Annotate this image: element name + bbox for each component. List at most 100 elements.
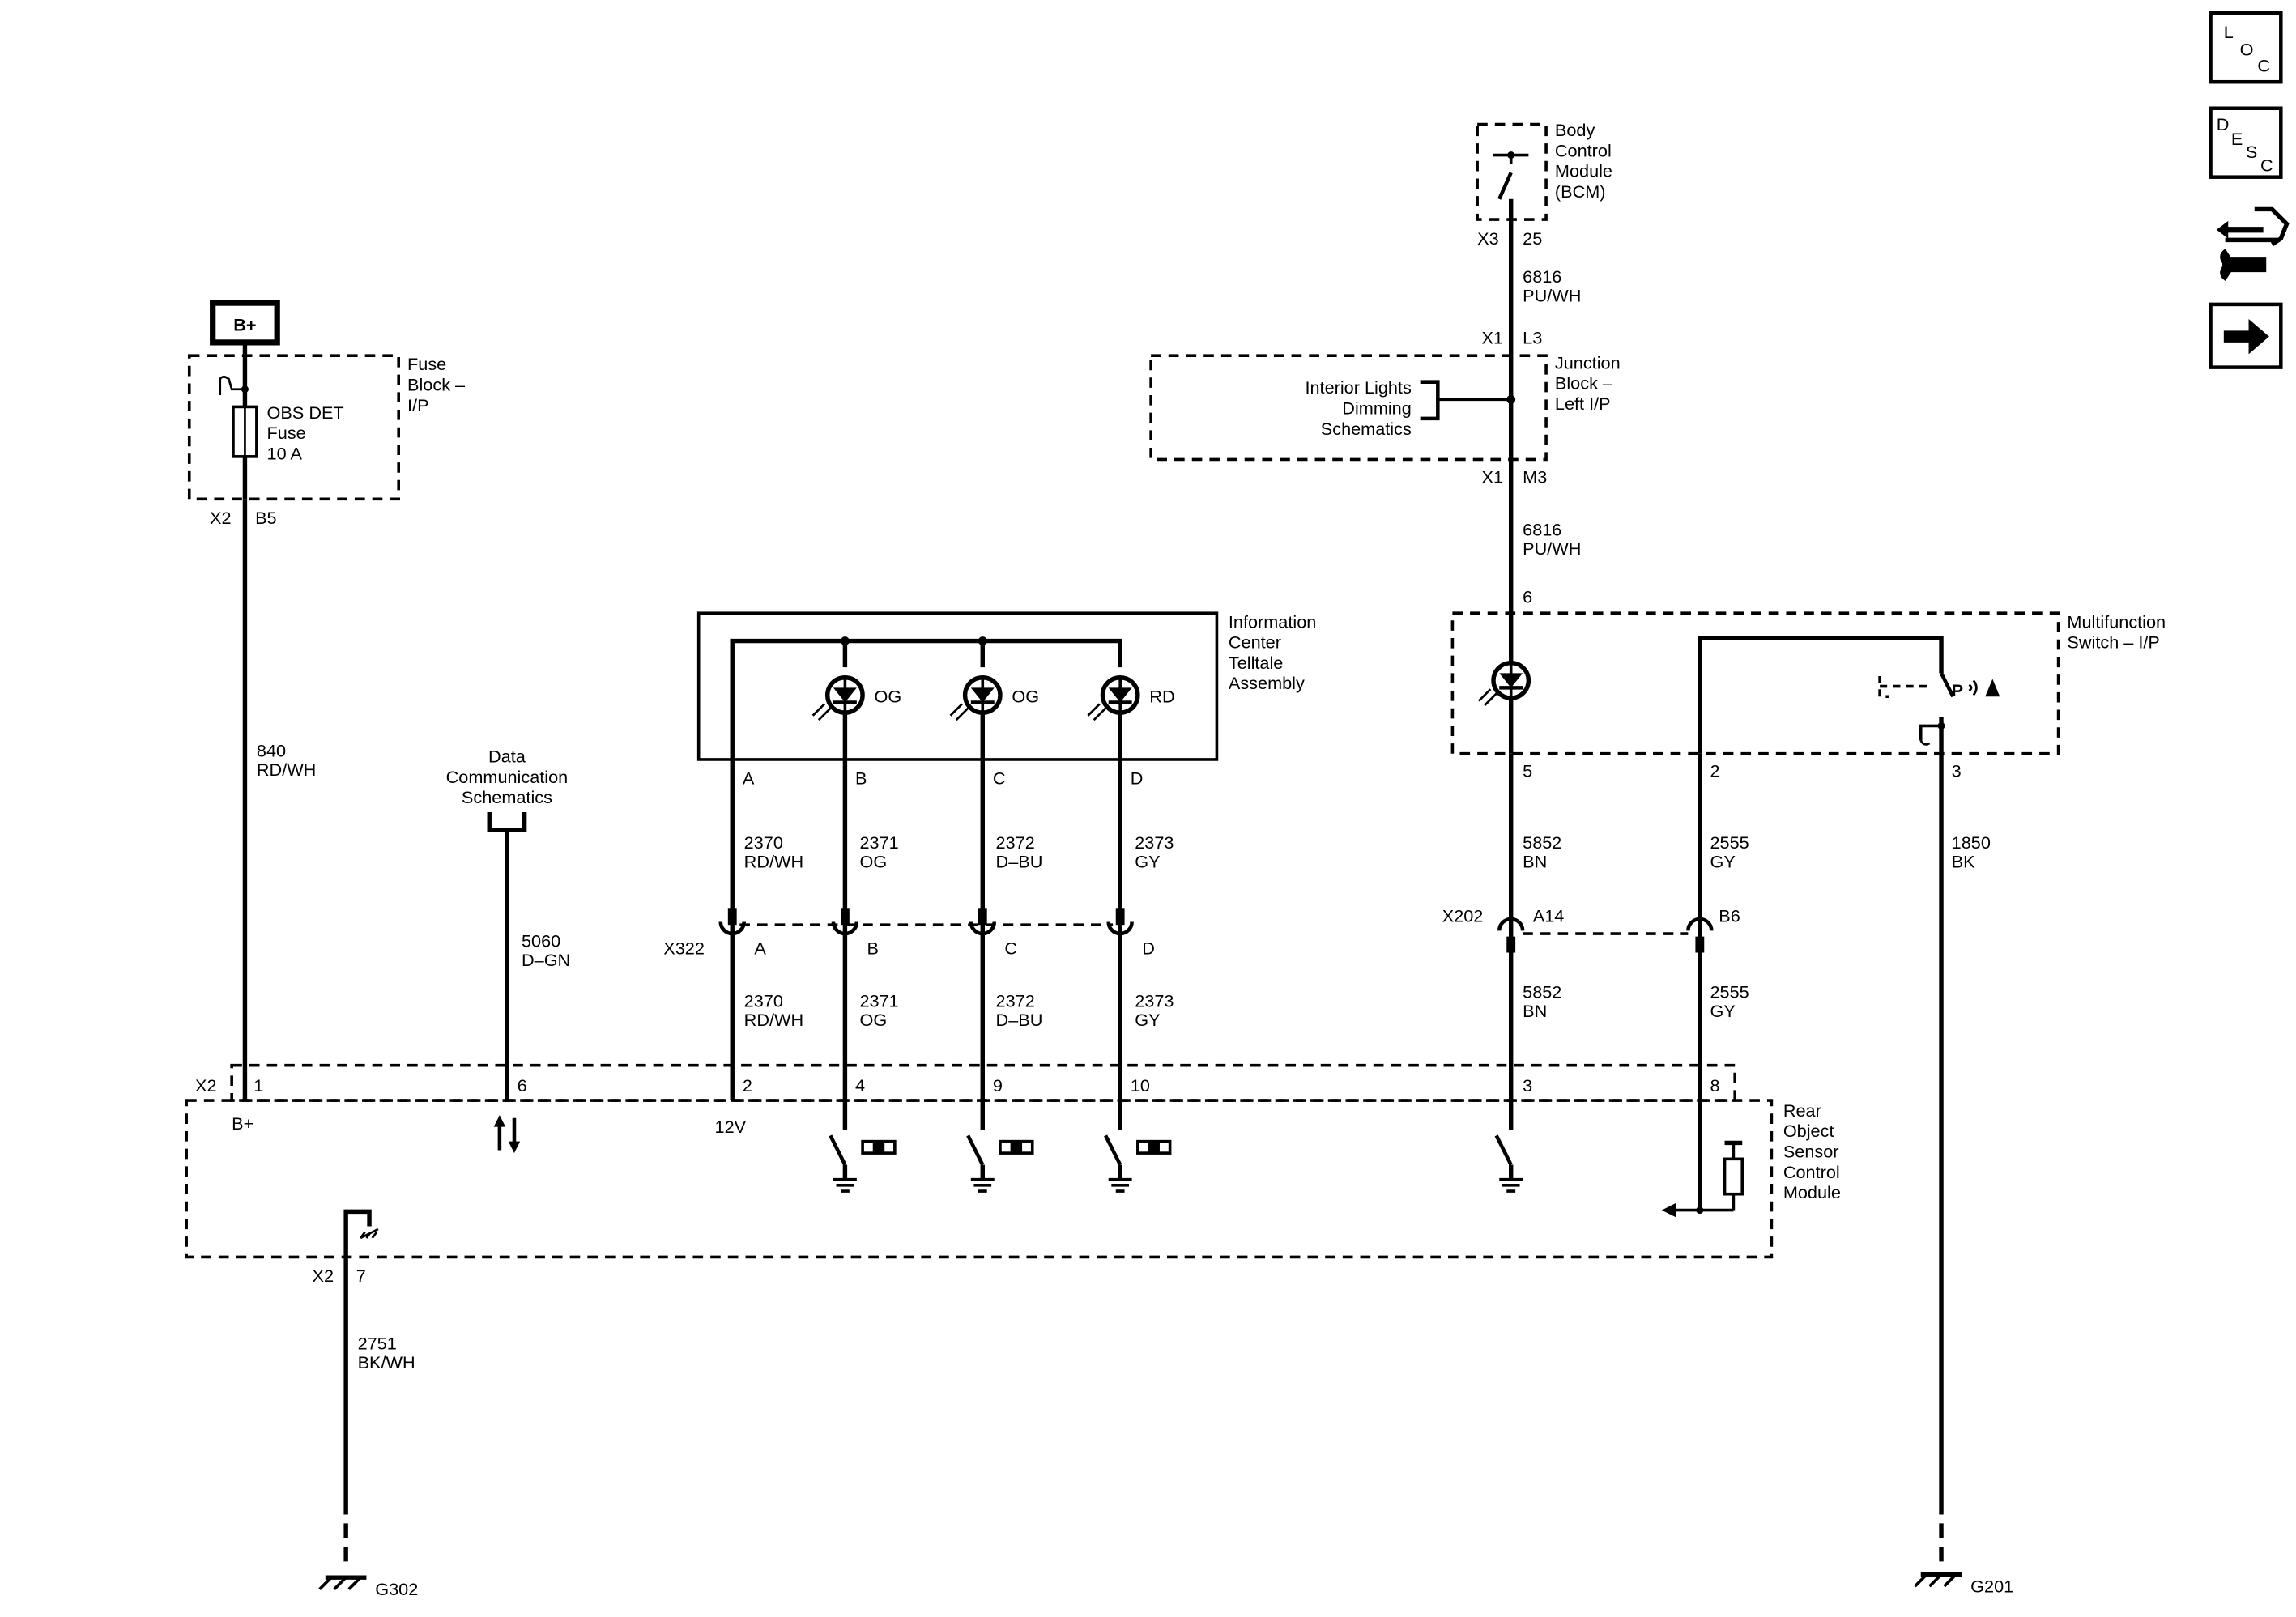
- telltale-wires: 2370 RD/WH 2371 OG 2372 D–BU 2373 GY 237…: [730, 759, 1174, 1101]
- wires-multifunction-lower: 5852 BN 2555 GY 1850 BK 5852 BN 2555 GY: [1508, 753, 1991, 1566]
- connector-x322: X322 A B C D: [663, 908, 1155, 958]
- junction-out-pin: M3: [1523, 466, 1547, 487]
- wire-2373-color-lower: GY: [1135, 1010, 1160, 1030]
- bcm-name-line1: Body: [1555, 120, 1595, 140]
- wire-2373-circuit-lower: 2373: [1135, 990, 1174, 1011]
- multifunction-pin-5: 5: [1523, 761, 1532, 781]
- x322-pin-d: D: [1142, 938, 1155, 958]
- wire-2371-circuit-upper: 2371: [859, 832, 898, 853]
- module-pin-9: 9: [993, 1075, 1003, 1096]
- bcm-connector: X3: [1477, 228, 1499, 249]
- x322-pin-b: B: [867, 938, 879, 958]
- telltale-pin-b: B: [855, 768, 867, 789]
- next-arrow-button[interactable]: [2209, 302, 2283, 369]
- loc-button[interactable]: L O C: [2209, 11, 2283, 84]
- wire-2372-color-upper: D–BU: [996, 852, 1043, 872]
- module-ground-pin: 7: [356, 1266, 366, 1286]
- wire-1850-color: BK: [1952, 852, 1975, 872]
- switch-to-ground-pin3: [1494, 1100, 1523, 1193]
- module-pin-8: 8: [1710, 1075, 1719, 1096]
- data-comm-line1: Data: [488, 747, 526, 767]
- telltale-name-line3: Telltale: [1229, 653, 1283, 673]
- light-emitting-icon: [1087, 703, 1107, 721]
- telltale-lamp-2-color: OG: [1012, 686, 1039, 706]
- fuse-block-name-line1: Fuse: [407, 354, 446, 374]
- junction-ref-line3: Schematics: [1321, 419, 1412, 439]
- ground-g201: G201: [1914, 1572, 2013, 1596]
- telltale-name-line2: Center: [1229, 632, 1281, 653]
- body-control-module: Body Control Module (BCM) X3 25: [1476, 120, 1612, 249]
- switch-to-ground-pin9: [966, 1100, 1034, 1193]
- module-b-plus: B+: [232, 1113, 253, 1134]
- wire-6816-bottom: 6816 PU/WH: [1508, 459, 1581, 614]
- right-arrow-icon: [2223, 318, 2269, 355]
- wire-2373-color-upper: GY: [1135, 852, 1160, 872]
- switch-icon: [1497, 172, 1513, 200]
- connector-repair-icon[interactable]: [2216, 206, 2290, 281]
- fuse-block-contact-icon: [219, 376, 245, 395]
- switch-to-ground-pin4: [829, 1100, 897, 1193]
- desc-letter-c: C: [2260, 155, 2273, 175]
- switch-to-ground-pin10: [1104, 1100, 1172, 1193]
- rear-object-sensor-module: X2 1 6 2 4 9 10 3 8 B+ 12V Rear Object S…: [185, 1063, 1841, 1286]
- loc-letter-c: C: [2257, 56, 2270, 76]
- bcm-pin: 25: [1523, 228, 1542, 249]
- wire-2555-lower-circuit: 2555: [1710, 982, 1749, 1002]
- switch-icon: [1494, 1134, 1513, 1166]
- switch-icon: [1940, 672, 1955, 698]
- wire-2751-circuit: 2751: [358, 1333, 397, 1353]
- switch-icon: [829, 1134, 847, 1166]
- fuse-block-connector: X2: [210, 508, 232, 528]
- x322-pin-c: C: [1004, 938, 1017, 958]
- ground-icon: [318, 1576, 362, 1590]
- junction-ref-line1: Interior Lights: [1305, 377, 1411, 398]
- wire-6816-top: 6816 PU/WH: [1508, 219, 1581, 356]
- signal-arrow-icon: [1661, 1202, 1676, 1218]
- multifunction-switch-ip: 6 Multifunction Switch – I/P P 5 2 3: [1450, 587, 2166, 781]
- module-pin-2: 2: [743, 1075, 752, 1096]
- module-12v: 12V: [715, 1117, 747, 1137]
- bcm-name-line4: (BCM): [1555, 181, 1606, 202]
- park-assist-icon: P: [1952, 679, 2000, 700]
- wire-2371-color-upper: OG: [859, 852, 887, 872]
- module-name-line2: Object: [1783, 1121, 1834, 1141]
- junction-in-pin: L3: [1523, 328, 1542, 348]
- x202-name: X202: [1442, 906, 1484, 926]
- wire-1850-circuit: 1850: [1952, 832, 1991, 853]
- module-ground-connector: X2: [313, 1266, 334, 1286]
- junction-block-left-ip: X1 L3 Junction Block – Left I/P Interior…: [1149, 328, 1621, 487]
- wire-2371-circuit-lower: 2371: [859, 990, 898, 1011]
- bcm-name-line2: Control: [1555, 140, 1612, 160]
- desc-letter-d: D: [2217, 114, 2230, 134]
- chassis-ground-icon: [360, 1228, 379, 1240]
- x322-pin-a: A: [754, 938, 766, 958]
- junction-name-line3: Left I/P: [1555, 394, 1611, 414]
- fuse-label-line3: 10 A: [267, 443, 303, 463]
- multifunction-pin-6: 6: [1523, 587, 1532, 607]
- multifunction-name-line1: Multifunction: [2067, 611, 2166, 632]
- wire-2555-upper-color: GY: [1710, 852, 1735, 872]
- wire-2555-lower-color: GY: [1710, 1001, 1735, 1021]
- switch-icon: [966, 1134, 985, 1166]
- junction-in-connector: X1: [1482, 328, 1504, 348]
- wire-5852-lower-color: BN: [1523, 1001, 1547, 1021]
- ground-icon: [833, 1177, 857, 1193]
- wire-2373-circuit-upper: 2373: [1135, 832, 1174, 853]
- data-comm-line2: Communication: [446, 767, 569, 787]
- telltale-name-line4: Assembly: [1229, 673, 1305, 693]
- svg-text:P: P: [1952, 680, 1963, 700]
- module-pin-1: 1: [253, 1075, 263, 1096]
- fuse-label-line2: Fuse: [267, 423, 306, 443]
- switch-actuator-icon: [1878, 675, 1930, 699]
- fuse-block-pin: B5: [255, 508, 277, 528]
- telltale-pin-d: D: [1131, 768, 1144, 789]
- wire-6816-bottom-color: PU/WH: [1523, 538, 1581, 559]
- wire-2372-circuit-upper: 2372: [996, 832, 1035, 853]
- multifunction-pin-2: 2: [1710, 761, 1719, 781]
- wire-5060-circuit: 5060: [522, 930, 560, 951]
- wire-6816-bottom-circuit: 6816: [1523, 519, 1561, 539]
- desc-button[interactable]: D E S C: [2209, 106, 2283, 179]
- x322-name: X322: [663, 938, 705, 958]
